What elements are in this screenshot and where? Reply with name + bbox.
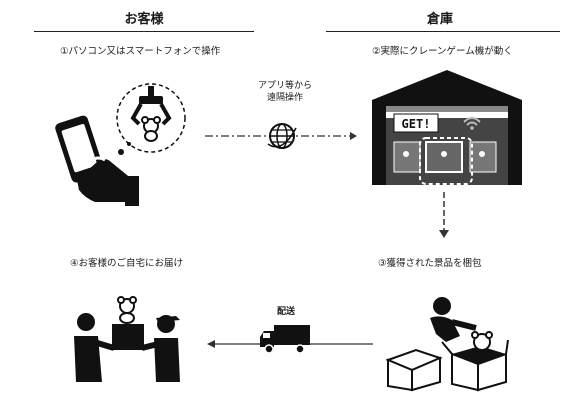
warehouse-header-rule [326,31,560,32]
shipping-label: 配送 [276,307,295,317]
customer-header-rule [34,31,254,32]
customer-header: お客様 [124,12,164,27]
step-2-label: ②実際にクレーンゲーム機が動く [372,46,513,57]
remote-operation-line2: 遠隔操作 [266,93,303,103]
remote-operation-line1: アプリ等から [257,81,312,91]
step-3-label: ③獲得された景品を梱包 [378,258,482,269]
globe-icon [267,123,297,149]
remote-operation-label: アプリ等から 遠隔操作 [245,80,325,104]
step-1-label: ①パソコン又はスマートフォンで操作 [60,46,221,57]
crane-claw-bubble [116,83,186,155]
machine-highlight [419,137,473,185]
step-4-label: ④お客様のご自宅にお届け [70,258,184,269]
warehouse-header: 倉庫 [426,12,453,27]
smartphone-hand-icon [55,115,139,206]
warehouse-building-icon: GET! [372,70,522,185]
packing-person-icon [385,297,509,392]
get-sign-text: GET! [402,117,431,131]
down-arrow [439,192,449,238]
truck-icon [260,325,310,354]
delivery-handover-icon [74,296,180,382]
